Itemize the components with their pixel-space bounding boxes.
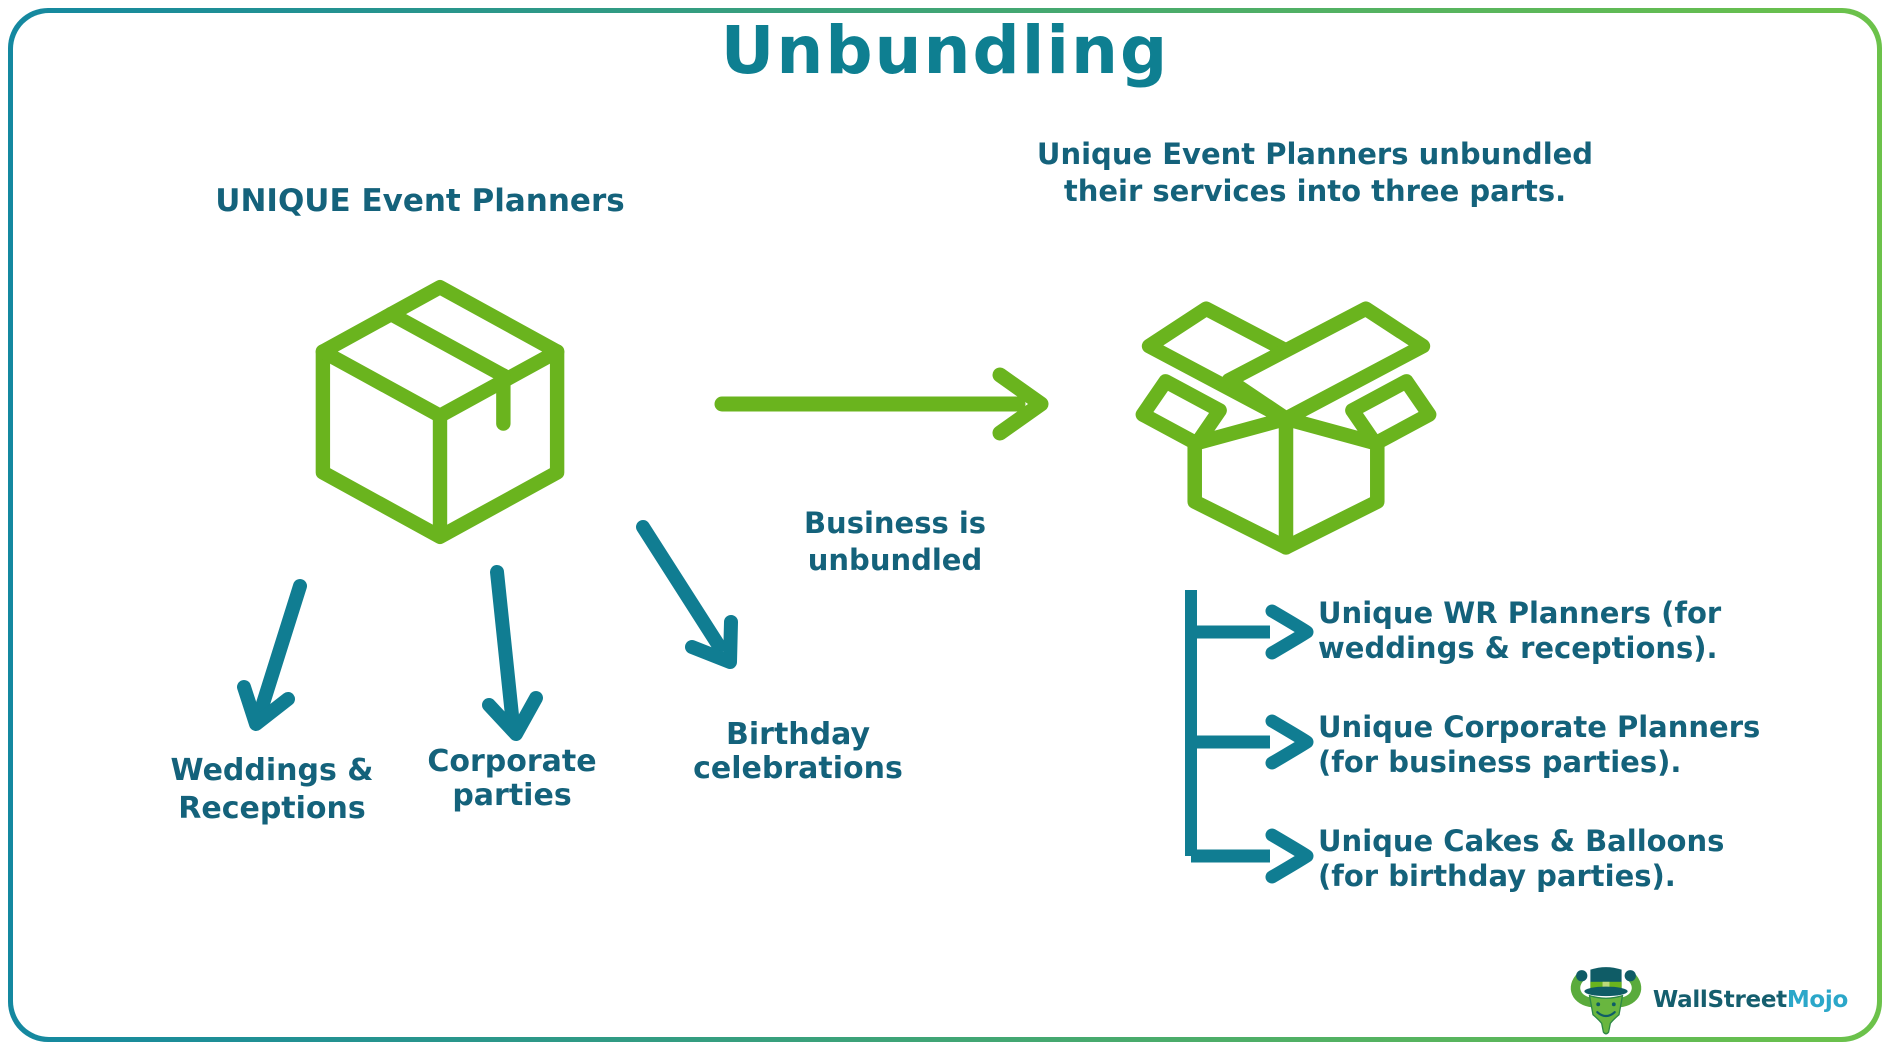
unbundled-item-corporate-planners: Unique Corporate Planners (for business … [1318, 710, 1761, 779]
business-unbundled-caption: Business is unbundled [760, 505, 1030, 579]
closed-box-icon [315, 280, 565, 544]
page-title: Unbundling [720, 12, 1170, 89]
branch-label-weddings: Weddings & Receptions [170, 753, 374, 826]
right-heading-line2: their services into three parts. [1063, 174, 1567, 208]
branch-label-corporate: Corporate parties [427, 744, 597, 813]
page-border [8, 8, 1882, 1042]
caption-line2: unbundled [807, 543, 983, 577]
unbundled-item-cakes-balloons: Unique Cakes & Balloons (for birthday pa… [1318, 824, 1725, 893]
wallstreetmojo-bull-icon [1570, 967, 1642, 1035]
left-section-heading: UNIQUE Event Planners [215, 183, 625, 219]
logo-text-mojo: Mojo [1786, 987, 1848, 1013]
logo-text: WallStreetMojo [1653, 987, 1848, 1013]
logo-text-wallstreet: WallStreet [1652, 987, 1787, 1013]
right-heading-line1: Unique Event Planners unbundled [1036, 137, 1594, 171]
wallstreetmojo-logo: WallStreetMojo [1567, 962, 1848, 1038]
caption-line1: Business is [803, 506, 987, 540]
branch-label-birthday: Birthday celebrations [693, 717, 903, 786]
right-section-heading: Unique Event Planners unbundled their se… [980, 136, 1650, 210]
open-box-icon [1135, 301, 1437, 555]
unbundled-item-wr-planners: Unique WR Planners (for weddings & recep… [1318, 596, 1722, 665]
